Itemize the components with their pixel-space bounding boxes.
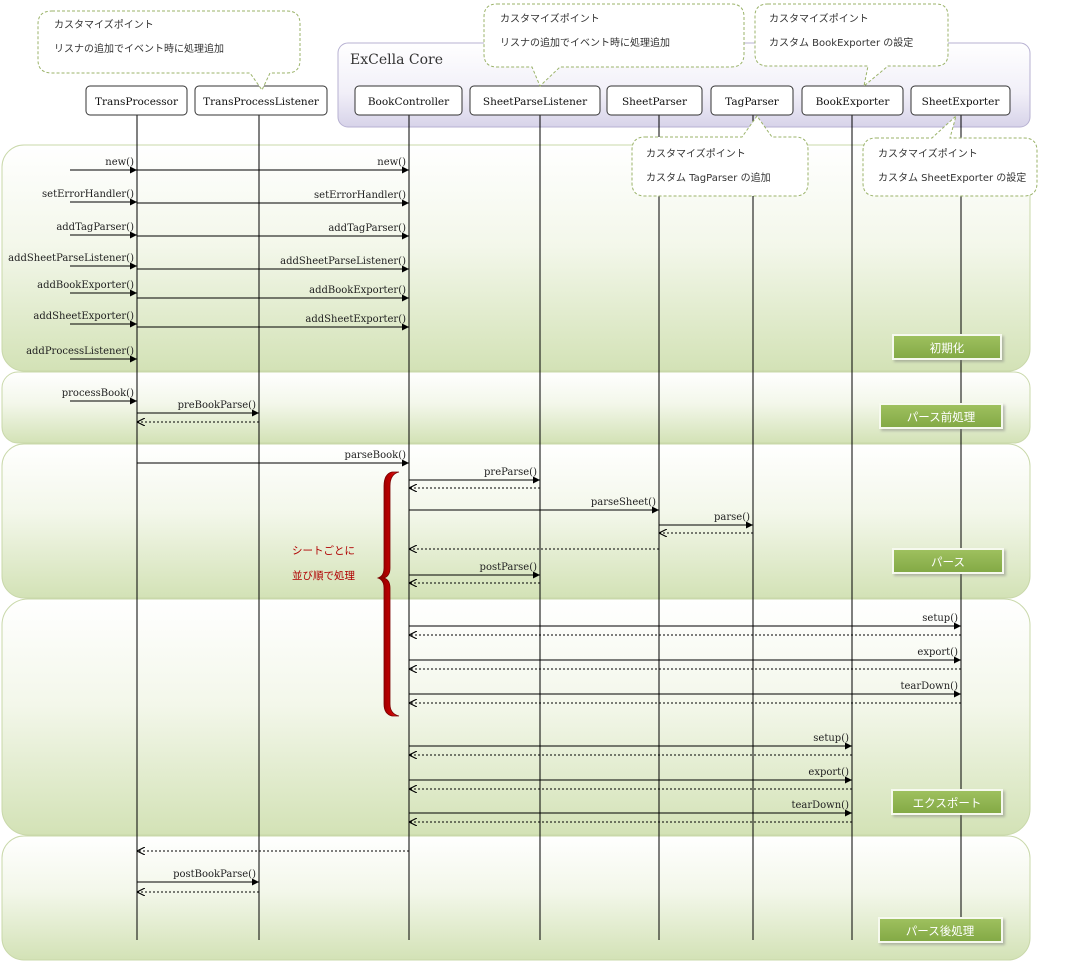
- message-label: addTagParser(): [56, 222, 134, 233]
- callout-text: カスタム TagParser の追加: [646, 171, 771, 184]
- phase-label: パース後処理: [906, 924, 975, 938]
- participant-sheet-exporter: SheetExporter: [910, 85, 1011, 116]
- message-label: postBookParse(): [173, 869, 256, 880]
- callout-title: カスタマイズポイント: [500, 12, 600, 25]
- message-label: setErrorHandler(): [314, 190, 406, 201]
- callout-title: カスタマイズポイント: [769, 12, 869, 25]
- message-label: export(): [808, 767, 849, 778]
- callout-text: カスタム BookExporter の設定: [769, 36, 913, 49]
- message-label: setErrorHandler(): [42, 189, 134, 200]
- phase-band-export: [1, 598, 1031, 836]
- message-label: setup(): [813, 733, 849, 744]
- phase-badges: 初期化 パース前処理 パース エクスポート パース後処理: [878, 334, 1004, 943]
- participant-book-exporter: BookExporter: [801, 85, 904, 116]
- message-label: processBook(): [62, 388, 134, 399]
- phase-label: エクスポート: [913, 796, 982, 810]
- message-label: export(): [917, 647, 958, 658]
- participant-trans-processor: TransProcessor: [85, 85, 188, 116]
- callout-title: カスタマイズポイント: [878, 147, 978, 160]
- message-label: preParse(): [484, 467, 537, 478]
- phase-badge-export: エクスポート: [891, 789, 1003, 815]
- callouts: カスタマイズポイント リスナの追加でイベント時に処理追加 カスタマイズポイント …: [37, 3, 1038, 197]
- participant-sheet-parse-listener: SheetParseListener: [469, 85, 601, 116]
- messages: new() new() setErrorHandler() setErrorHandl…: [8, 157, 961, 892]
- phase-label: 初期化: [930, 341, 965, 355]
- callout-customization-bookexporter: カスタマイズポイント カスタム BookExporter の設定: [754, 3, 949, 88]
- phase-bands: [1, 144, 1031, 961]
- message-label: addProcessListener(): [26, 346, 134, 357]
- message-label: addSheetParseListener(): [8, 253, 134, 264]
- loop-brace: シートごとに 並び順で処理: [292, 471, 400, 717]
- callout-title: カスタマイズポイント: [54, 18, 154, 31]
- phase-badge-init: 初期化: [892, 334, 1002, 360]
- message-label: tearDown(): [900, 681, 958, 692]
- message-label: preBookParse(): [178, 400, 257, 411]
- participant-label: SheetParseListener: [483, 96, 588, 108]
- callout-customization-transprocesslistener: カスタマイズポイント リスナの追加でイベント時に処理追加: [37, 10, 301, 91]
- participant-book-controller: BookController: [354, 85, 463, 116]
- participant-label: TagParser: [725, 96, 780, 108]
- message-label: tearDown(): [791, 800, 849, 811]
- callout-title: カスタマイズポイント: [646, 147, 746, 160]
- callout-customization-sheetparselistener: カスタマイズポイント リスナの追加でイベント時に処理追加: [483, 3, 745, 87]
- loop-label: シートごとに: [292, 544, 355, 557]
- participant-label: BookExporter: [816, 96, 891, 108]
- loop-label: 並び順で処理: [292, 569, 355, 582]
- excella-core-label: ExCella Core: [350, 52, 443, 68]
- message-label: setup(): [922, 613, 958, 624]
- message-label: postParse(): [480, 562, 538, 573]
- message-label: parse(): [714, 512, 750, 523]
- phase-badge-postparse: パース後処理: [878, 917, 1003, 943]
- phase-label: パース: [931, 555, 965, 569]
- participant-label: TransProcessor: [95, 96, 179, 108]
- message-label: addSheetExporter(): [305, 314, 406, 325]
- callout-text: リスナの追加でイベント時に処理追加: [500, 36, 670, 49]
- message-label: addSheetParseListener(): [280, 256, 406, 267]
- callout-text: カスタム SheetExporter の設定: [878, 171, 1026, 184]
- participants: TransProcessor TransProcessListener Book…: [85, 85, 1011, 116]
- participant-trans-process-listener: TransProcessListener: [194, 85, 328, 116]
- callout-customization-sheetexporter: カスタマイズポイント カスタム SheetExporter の設定: [862, 114, 1038, 197]
- phase-badge-preparse: パース前処理: [879, 403, 1003, 429]
- phase-badge-parse: パース: [892, 548, 1004, 574]
- callout-text: リスナの追加でイベント時に処理追加: [54, 42, 224, 55]
- callout-customization-tagparser: カスタマイズポイント カスタム TagParser の追加: [631, 115, 809, 197]
- message-label: parseBook(): [345, 450, 407, 461]
- participant-label: TransProcessListener: [203, 96, 320, 108]
- message-label: parseSheet(): [591, 497, 656, 508]
- message-label: new(): [377, 157, 406, 168]
- lifelines: [136, 115, 962, 940]
- phase-band-postparse: [1, 835, 1031, 961]
- participant-label: BookController: [368, 96, 450, 108]
- message-label: addTagParser(): [328, 223, 406, 234]
- participant-label: SheetExporter: [922, 96, 1001, 108]
- participant-sheet-parser: SheetParser: [606, 85, 703, 116]
- phase-label: パース前処理: [907, 410, 976, 424]
- participant-label: SheetParser: [622, 96, 688, 108]
- message-label: addBookExporter(): [309, 285, 406, 296]
- message-label: addSheetExporter(): [33, 311, 134, 322]
- message-label: new(): [105, 157, 134, 168]
- participant-tag-parser: TagParser: [710, 85, 794, 116]
- message-label: addBookExporter(): [37, 280, 134, 291]
- phase-band-preparse: [1, 371, 1031, 444]
